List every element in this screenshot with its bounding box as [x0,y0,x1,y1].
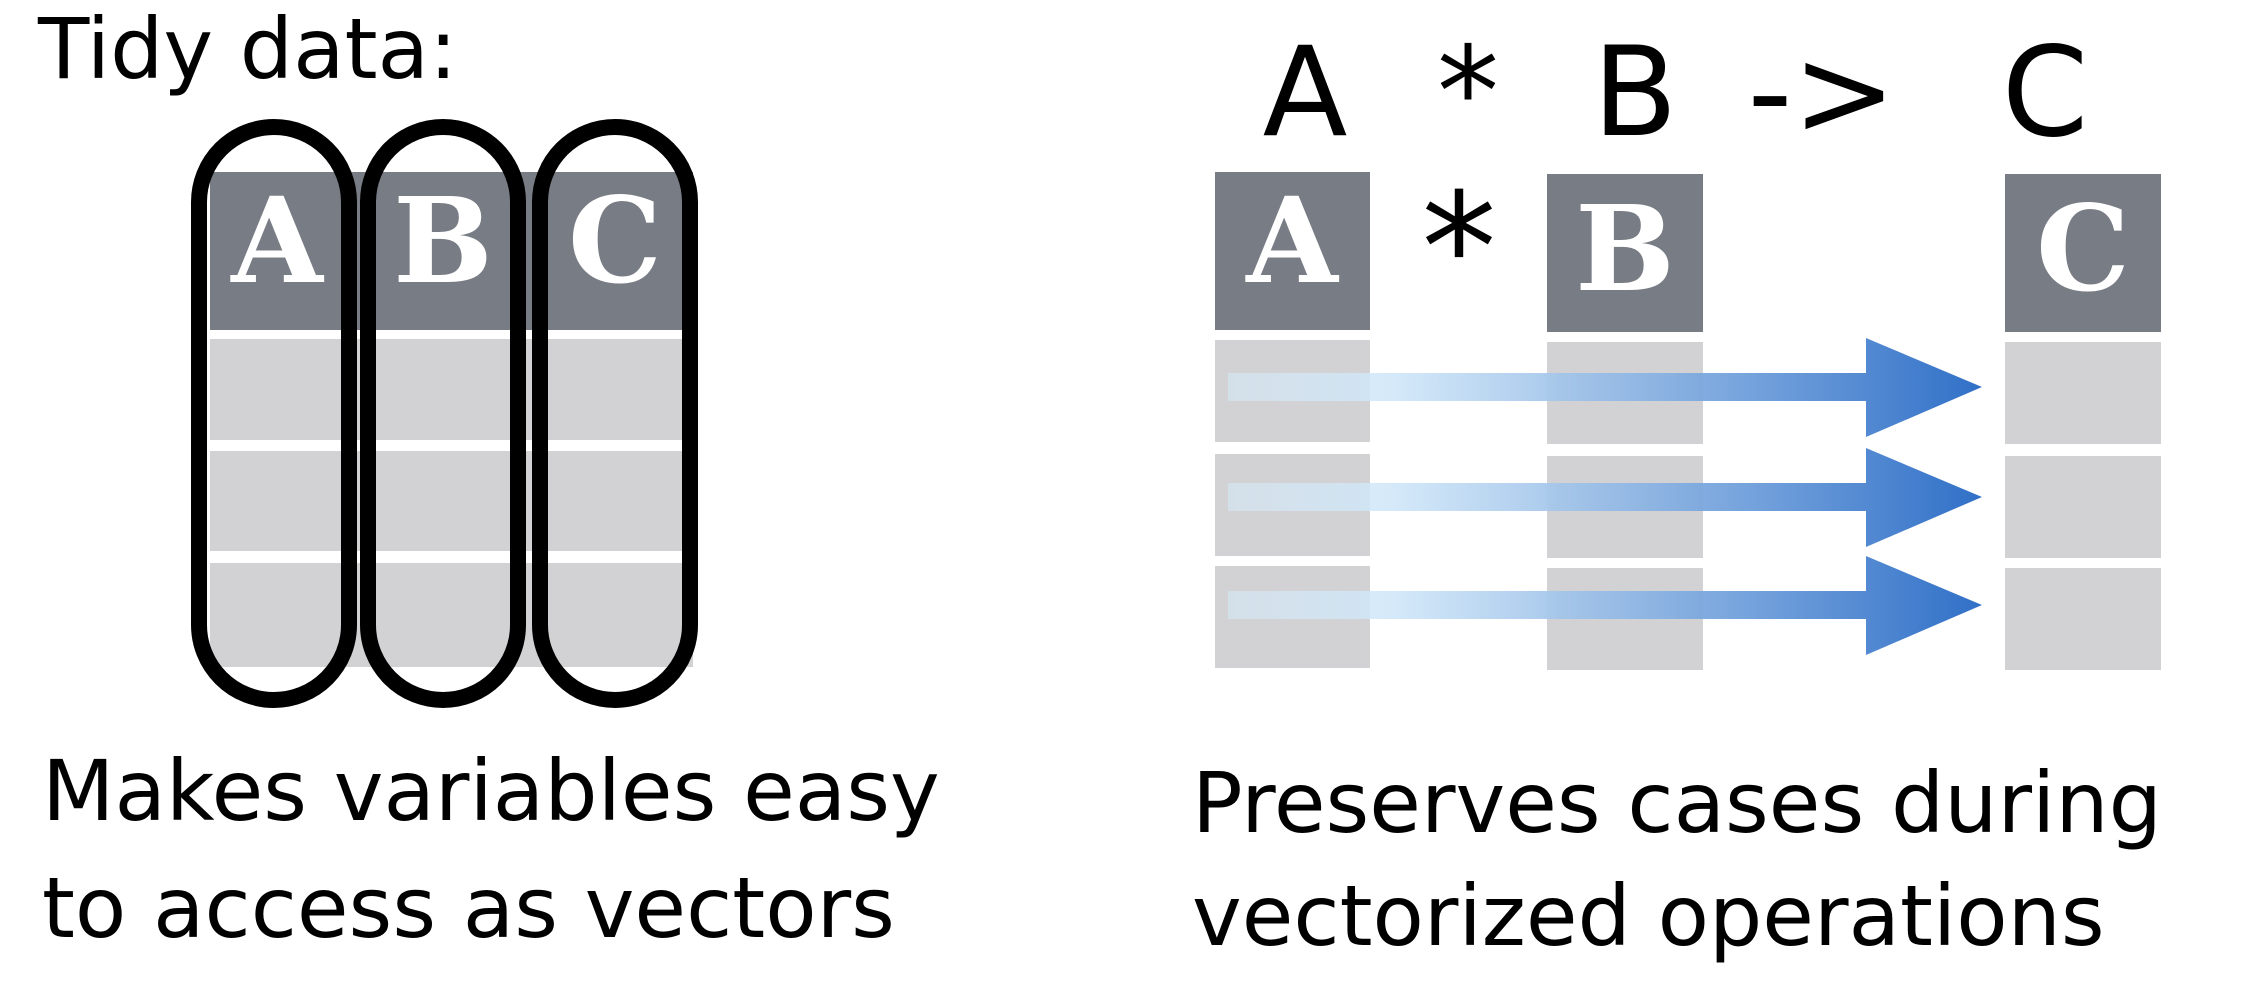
formula-operand-b: B [1592,21,1677,165]
right-caption-line1: Preserves cases during [1192,754,2162,852]
left-title: Tidy data: [37,0,457,98]
left-column-outline-a [191,119,357,708]
right-header-a: A [1245,171,1339,310]
operator-star: * [1414,162,1504,336]
right-caption-line2: vectorized operations [1192,867,2105,965]
left-header-row [210,172,693,330]
left-header-b: B [393,171,493,310]
row-arrow-1 [1228,338,1982,437]
left-column-outline-b [360,119,526,708]
left-caption-line1: Makes variables easy [42,742,940,840]
right-header-c: C [2036,179,2130,318]
formula-arrow: -> [1748,21,1897,165]
right-header-b: B [1575,179,1675,318]
formula-operand-a: A [1263,21,1348,165]
formula-result-c: C [2002,21,2089,165]
left-row-1 [210,339,693,440]
row-arrow-3 [1228,556,1982,655]
right-c-cell-3 [2005,568,2161,670]
left-column-outline-c [532,119,698,708]
left-panel: Tidy data: A B C Makes variables easy to… [37,0,940,957]
left-header-c: C [568,171,662,310]
row-arrow-2 [1228,448,1982,547]
left-row-3 [210,563,693,667]
left-row-2 [210,451,693,551]
right-header-b-box [1547,174,1703,332]
formula-operator: * [1437,21,1499,165]
right-panel: A * B -> C A * B C Preserves cases durin… [1192,21,2162,965]
right-c-cell-1 [2005,342,2161,444]
left-header-a: A [230,171,324,310]
right-header-a-box [1215,172,1370,330]
left-caption-line2: to access as vectors [42,859,895,957]
right-c-cell-2 [2005,456,2161,558]
right-header-c-box [2005,174,2161,332]
